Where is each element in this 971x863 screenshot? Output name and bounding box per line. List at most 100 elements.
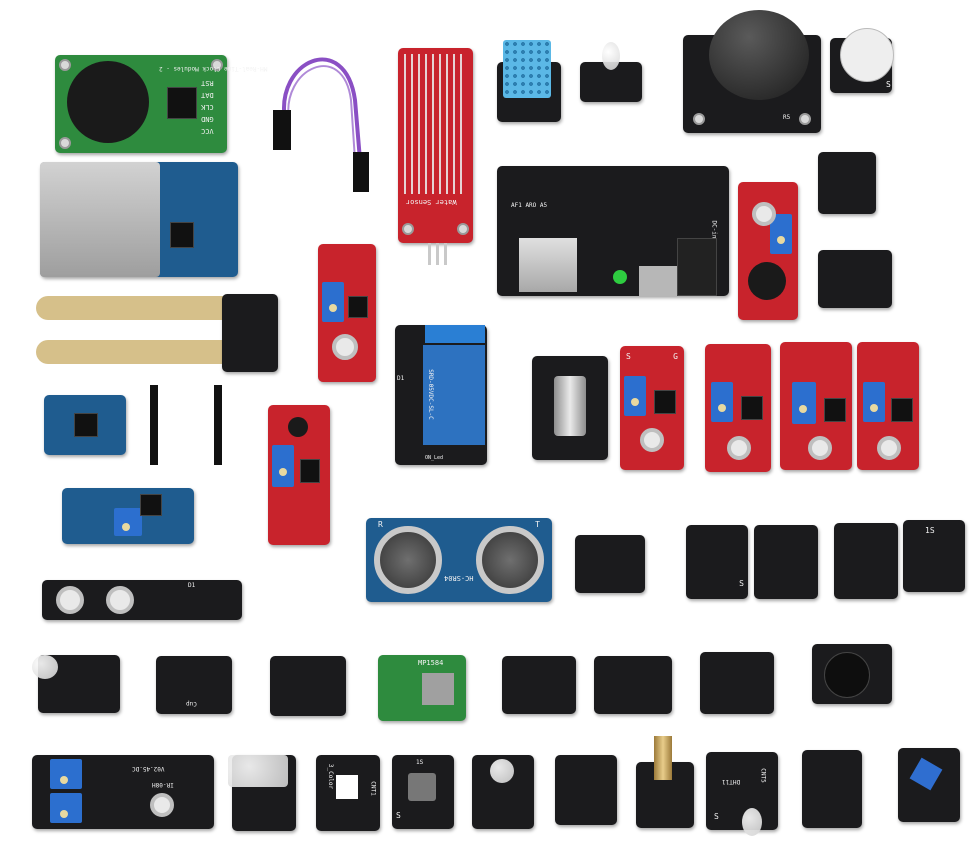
ir-obstacle-model: IR-08H	[152, 781, 174, 788]
light-cup-module	[228, 755, 296, 831]
tracking-d1-label: D1	[188, 582, 196, 589]
microphone-icon	[748, 262, 786, 300]
rotary-encoder-module	[532, 356, 608, 460]
knock-module	[555, 755, 617, 825]
encoder-knob	[554, 376, 586, 436]
potentiometer	[863, 382, 885, 422]
mount-hole	[808, 436, 832, 460]
ds1302-chip	[167, 87, 197, 119]
microphone-icon	[288, 417, 308, 437]
flame-sensor	[705, 344, 771, 472]
cup-icon	[228, 755, 288, 787]
ir-obstacle-version: V02.45.DC	[132, 765, 165, 772]
touch-sensor	[857, 342, 919, 470]
potentiometer	[114, 508, 142, 536]
tilt-sensor-blue	[909, 757, 943, 791]
breadboard-power-module: AF1 ARO A5 DC-in	[497, 166, 729, 296]
comparator-chip	[741, 396, 763, 420]
dht11-model: DHT11	[722, 778, 741, 785]
rgb-smd-code: CNT1	[369, 781, 377, 796]
dht11-sensor	[503, 40, 551, 98]
sensor-traces	[404, 54, 467, 194]
relay-led-label: ON_Led	[425, 455, 444, 461]
header-pin	[444, 243, 447, 265]
rgb-smd-label: 3_Color	[327, 763, 335, 790]
header-pin	[436, 243, 439, 265]
dht11-code: CNT5	[759, 768, 767, 783]
light-blocking-module	[594, 656, 672, 714]
potentiometer	[792, 382, 816, 424]
two-color-led-small	[270, 656, 346, 716]
potentiometer	[50, 759, 82, 789]
inductor	[422, 673, 454, 705]
dc-in-label: DC-in	[710, 220, 718, 239]
comparator-chip	[824, 398, 846, 422]
ir-flame-sensor: S G	[620, 346, 684, 470]
ir-tracking-module: D1	[42, 580, 242, 620]
ultrasonic-t-label: T	[535, 520, 540, 529]
ultrasonic-model: HC-SR04	[444, 574, 474, 582]
mount-hole	[457, 223, 469, 235]
potentiometer	[711, 382, 733, 422]
mount-hole	[59, 59, 71, 71]
rtc-pin-vcc: VCC	[201, 127, 214, 135]
buzzer-icon	[840, 28, 894, 82]
button-label: 1S	[416, 759, 424, 766]
buzzer-s-label: S	[886, 80, 891, 89]
comparator-chip	[891, 398, 913, 422]
buzzer-icon	[824, 652, 870, 698]
green-led	[613, 270, 627, 284]
photo-interrupter-s: S	[739, 579, 744, 588]
dupont-connector	[353, 152, 369, 192]
comparator-chip	[348, 296, 368, 318]
rgb-led-module	[32, 655, 120, 713]
potentiometer	[770, 214, 792, 254]
jumper-wire	[273, 57, 369, 192]
tilt-switch-small	[898, 748, 960, 822]
mount-hole	[799, 113, 811, 125]
mount-hole	[640, 428, 664, 452]
rgb-smd-module: 3_Color CNT1	[316, 755, 380, 831]
led-icon	[742, 808, 762, 836]
soil-moisture-probe	[36, 290, 236, 372]
ir-receiver-module	[818, 250, 892, 308]
sound-sensor-module	[738, 182, 798, 320]
hall-magnetic-module	[802, 750, 862, 828]
ultrasonic-r-label: R	[378, 520, 383, 529]
mount-hole	[752, 202, 776, 226]
smd-led-module	[700, 652, 774, 714]
button-module: 1S S	[392, 755, 454, 829]
joystick-cap	[709, 10, 809, 100]
water-sensor: Water Sensor	[398, 48, 473, 243]
photo-interrupter-module: S	[686, 525, 748, 599]
led-icon	[602, 42, 620, 70]
rtc-pin-dat: DAT	[201, 91, 214, 99]
header-pin	[428, 243, 431, 265]
dupont-connector	[273, 110, 291, 150]
line-tracking-module	[62, 488, 194, 544]
mount-hole	[56, 586, 84, 614]
photoresistor-module	[818, 152, 876, 214]
potentiometer	[50, 793, 82, 823]
active-buzzer-module: S	[830, 28, 894, 93]
terminal-block	[425, 325, 485, 343]
potentiometer	[624, 376, 646, 416]
sensor-chip	[74, 413, 98, 437]
battery-holder	[67, 61, 149, 143]
relay-model: SRD-05VDC-SL-C	[426, 369, 434, 420]
push-button	[408, 773, 436, 801]
relay-module: SRD-05VDC-SL-C ON_Led D1	[395, 325, 487, 465]
passive-buzzer-module	[812, 644, 892, 704]
buck-converter: MP1584	[378, 655, 466, 721]
dht11-board-top	[497, 40, 561, 122]
rgb-smd-led	[336, 775, 358, 799]
led-module-top	[580, 42, 642, 102]
mount-hole	[727, 436, 751, 460]
led-icon	[490, 759, 514, 783]
potentiometer	[272, 445, 294, 487]
probe-prong	[36, 296, 236, 320]
ultrasonic-sensor: HC-SR04 R T	[366, 518, 552, 602]
pin-header	[214, 385, 222, 465]
rtc-pin-clk: CLK	[201, 103, 214, 111]
mount-hole	[211, 59, 223, 71]
